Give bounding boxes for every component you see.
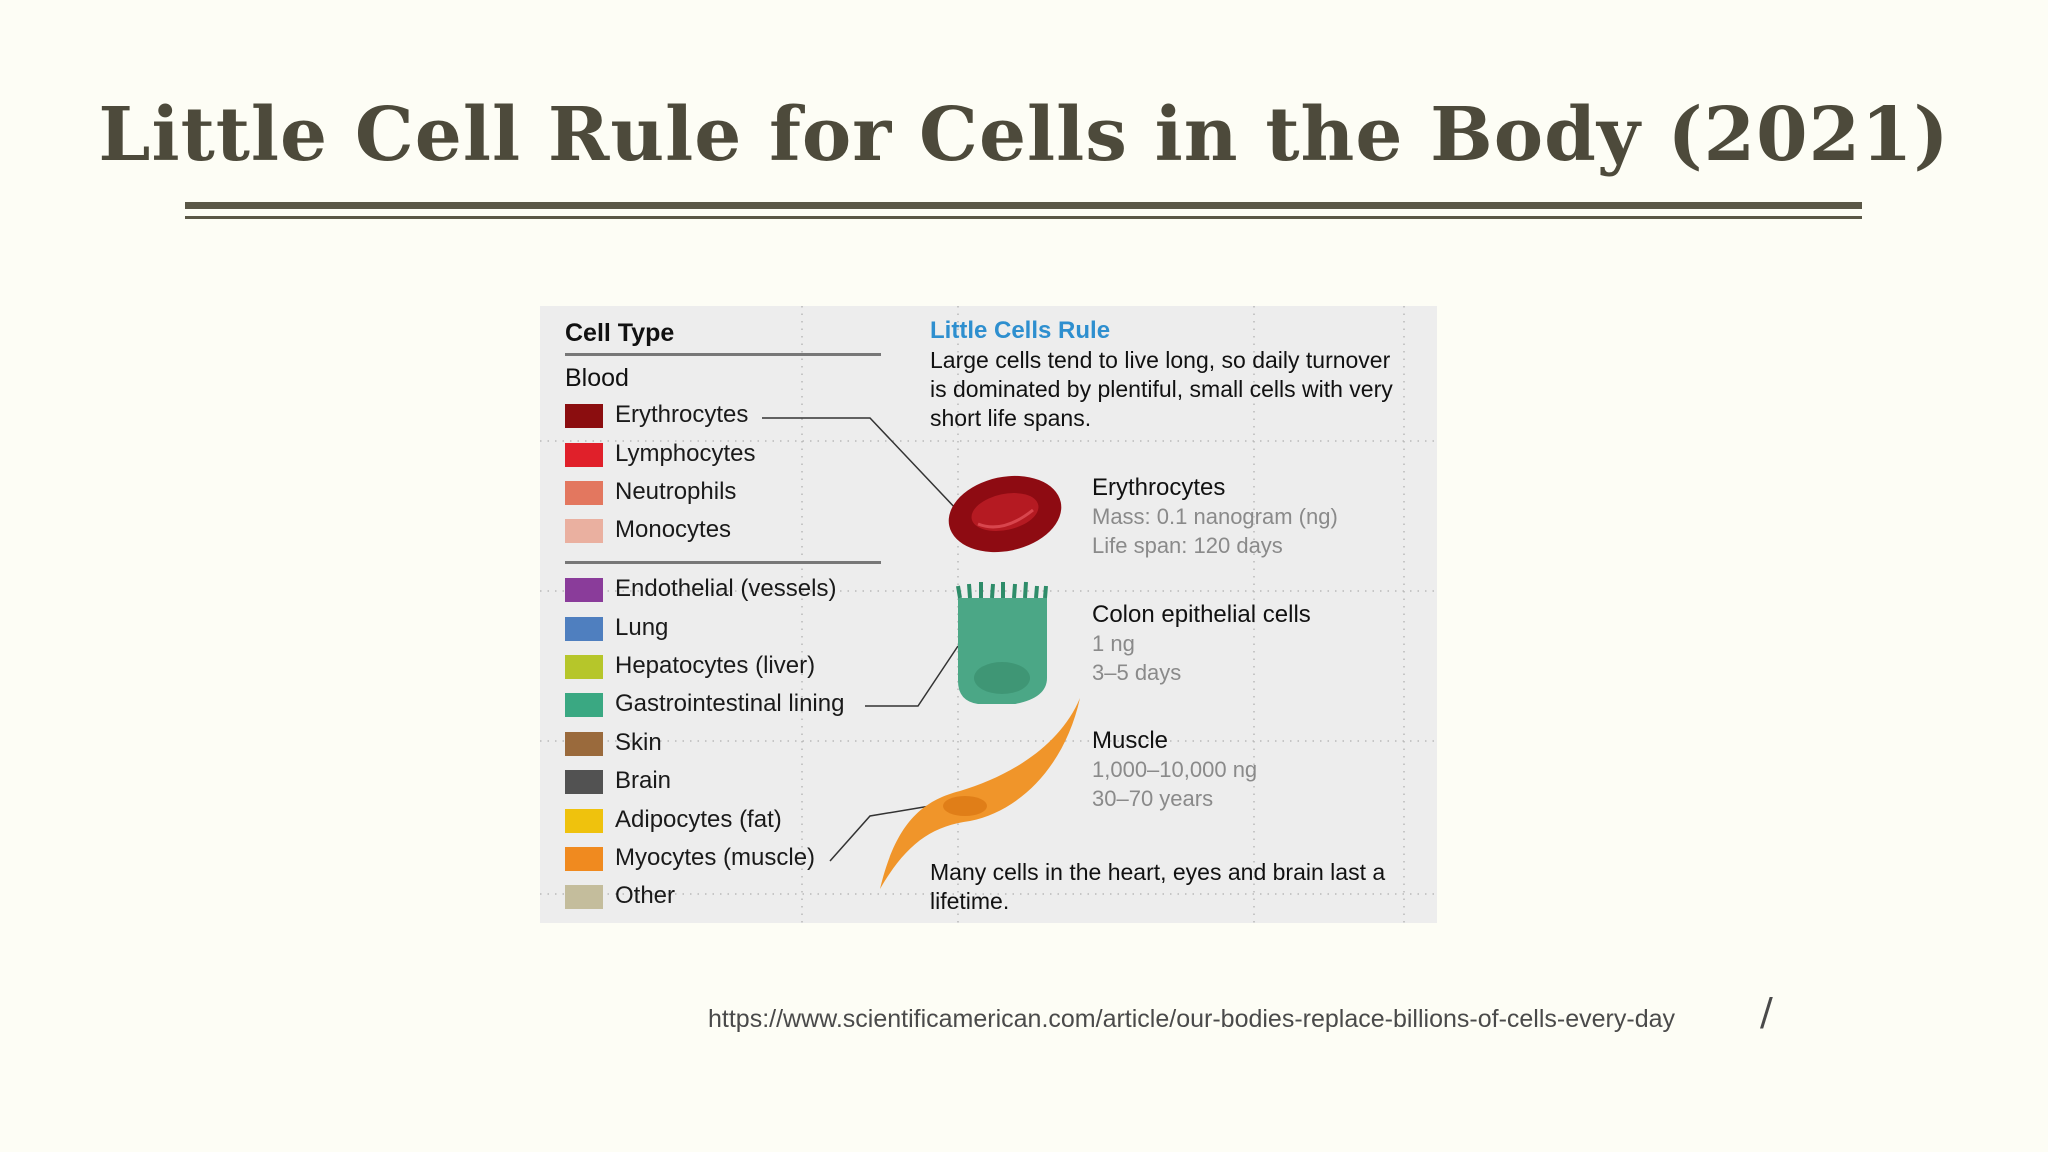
leader-line-muscle — [829, 805, 931, 862]
legend-label: Neutrophils — [615, 478, 737, 505]
leader-line-erythrocytes — [762, 417, 959, 512]
legend-item-adipocytes: Adipocytes (fat) — [565, 806, 895, 836]
title-underline-thick — [185, 202, 1862, 209]
legend-label: Monocytes — [615, 516, 732, 543]
legend-swatch — [565, 443, 603, 467]
legend-label: Hepatocytes (liver) — [615, 652, 816, 679]
legend-swatch — [565, 732, 603, 756]
leader-line-colon — [865, 645, 959, 707]
legend-swatch — [565, 809, 603, 833]
legend-item-other: Other — [565, 882, 895, 912]
erythrocytes-lifespan: Life span: 120 days — [1092, 533, 1283, 558]
legend-group-divider — [565, 561, 881, 564]
legend-item-monocytes: Monocytes — [565, 516, 895, 546]
legend-swatch — [565, 404, 603, 428]
legend-swatch — [565, 481, 603, 505]
legend-item-hepatocytes: Hepatocytes (liver) — [565, 652, 895, 682]
legend-header-divider — [565, 353, 881, 356]
erythrocyte-illustration — [948, 475, 1062, 553]
little-cells-rule-text: Large cells tend to live long, so daily … — [930, 347, 1393, 431]
blood-group-label: Blood — [565, 364, 629, 392]
slide-title: Little Cell Rule for Cells in the Body (… — [98, 92, 1950, 178]
legend-item-neutrophils: Neutrophils — [565, 478, 895, 508]
cell-turnover-figure: Cell Type Blood Erythrocytes Lymphocytes… — [540, 306, 1437, 923]
legend-swatch — [565, 885, 603, 909]
legend-swatch — [565, 847, 603, 871]
legend-label: Adipocytes (fat) — [615, 806, 782, 833]
source-link-slash: / — [1760, 990, 1773, 1034]
legend-label: Endothelial (vessels) — [615, 575, 837, 602]
legend-swatch — [565, 770, 603, 794]
muscle-cell-illustration — [880, 698, 1080, 889]
colon-epithelial-lifespan: 3–5 days — [1092, 660, 1182, 685]
little-cells-rule-title: Little Cells Rule — [930, 317, 1111, 344]
legend-swatch — [565, 617, 603, 641]
legend-item-endothelial: Endothelial (vessels) — [565, 575, 895, 605]
legend-label: Myocytes (muscle) — [615, 844, 816, 871]
legend-item-skin: Skin — [565, 729, 895, 759]
legend-label: Skin — [615, 729, 662, 756]
erythrocytes-name: Erythrocytes — [1092, 474, 1226, 501]
legend-label: Lymphocytes — [615, 440, 756, 467]
legend-item-lymphocytes: Lymphocytes — [565, 440, 895, 470]
legend-swatch — [565, 693, 603, 717]
legend-item-brain: Brain — [565, 767, 895, 797]
legend-swatch — [565, 578, 603, 602]
muscle-name: Muscle — [1092, 727, 1169, 754]
legend-label: Other — [615, 882, 676, 909]
muscle-lifespan: 30–70 years — [1092, 786, 1214, 811]
legend-item-erythrocytes: Erythrocytes — [565, 401, 895, 431]
legend-label: Erythrocytes — [615, 401, 749, 428]
legend-swatch — [565, 655, 603, 679]
legend-label: Lung — [615, 614, 669, 641]
colon-epithelial-mass: 1 ng — [1092, 631, 1135, 656]
colon-epithelial-illustration — [956, 581, 1048, 704]
legend-item-gastrointestinal: Gastrointestinal lining — [565, 690, 895, 720]
legend-swatch — [565, 519, 603, 543]
legend-item-myocytes: Myocytes (muscle) — [565, 844, 895, 874]
colon-epithelial-name: Colon epithelial cells — [1092, 601, 1311, 628]
legend-label: Gastrointestinal lining — [615, 690, 845, 717]
lifetime-cells-note: Many cells in the heart, eyes and brain … — [930, 859, 1386, 914]
source-link[interactable]: https://www.scientificamerican.com/artic… — [708, 1005, 1676, 1033]
erythrocytes-mass: Mass: 0.1 nanogram (ng) — [1092, 504, 1338, 529]
legend-label: Brain — [615, 767, 672, 794]
muscle-mass: 1,000–10,000 ng — [1092, 757, 1258, 782]
cell-illustrations — [762, 417, 1080, 889]
legend-heading: Cell Type — [565, 319, 675, 347]
title-underline-thin — [185, 216, 1862, 219]
legend-item-lung: Lung — [565, 614, 895, 644]
